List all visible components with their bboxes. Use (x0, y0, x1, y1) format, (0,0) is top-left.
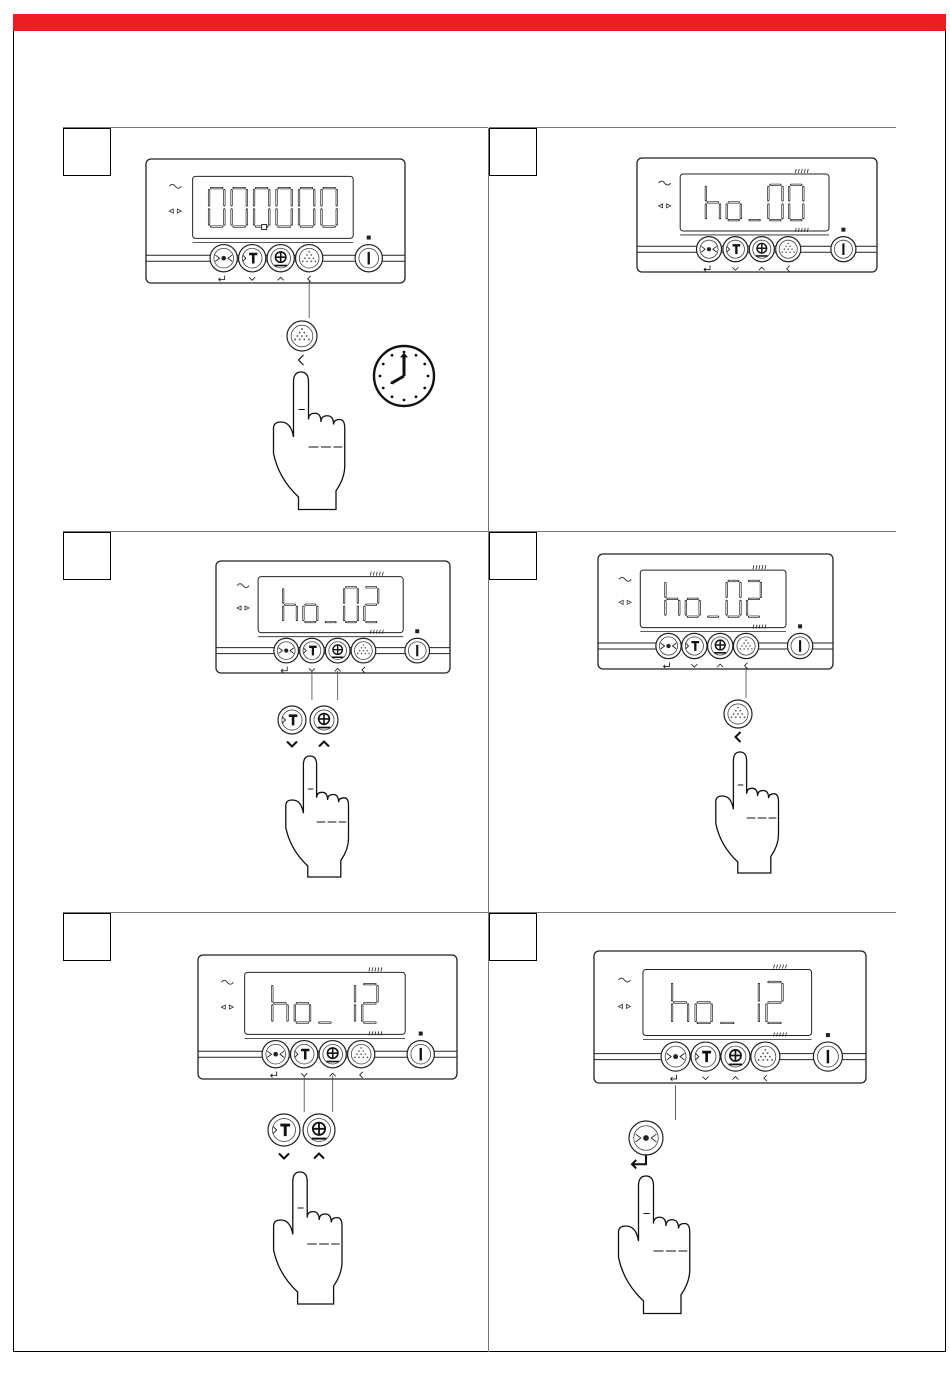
header-red-bar (13, 14, 946, 31)
step-box-4 (489, 532, 537, 580)
row-divider-1-left (63, 127, 488, 128)
step-number-6 (490, 914, 536, 960)
step-number-3 (64, 533, 110, 579)
row-divider-2-left (63, 531, 488, 532)
page-frame (13, 31, 946, 1352)
step-box-3 (63, 532, 111, 580)
step-number-1 (64, 129, 110, 175)
row-divider-1-right (489, 127, 896, 128)
row-divider-3-left (63, 912, 488, 913)
step-box-6 (489, 913, 537, 961)
step-number-5 (64, 914, 110, 960)
step-number-4 (490, 533, 536, 579)
row-divider-3-right (489, 912, 896, 913)
step-number-2 (490, 129, 536, 175)
column-divider (488, 128, 489, 1352)
step-box-1 (63, 128, 111, 176)
step-box-2 (489, 128, 537, 176)
row-divider-2-right (489, 531, 896, 532)
step-box-5 (63, 913, 111, 961)
